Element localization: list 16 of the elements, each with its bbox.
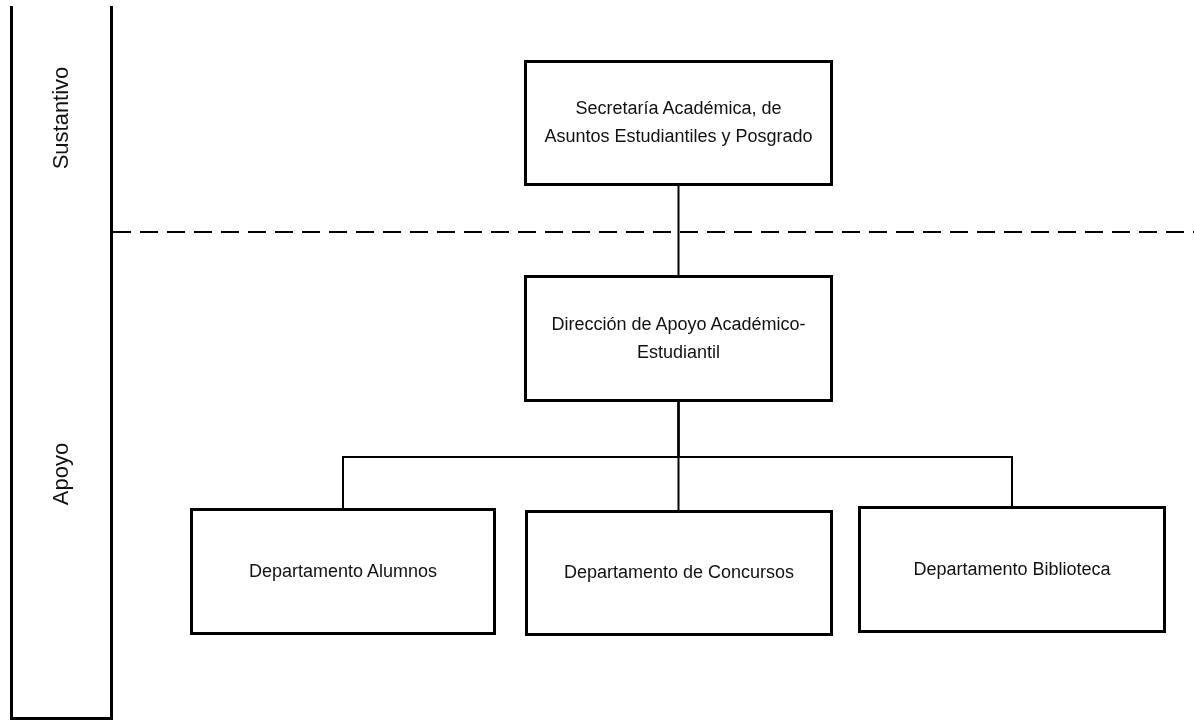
section-label: Sustantivo (48, 66, 75, 170)
org-unit-label: Secretaría Académica, de Asuntos Estudiantiles y Posgrado (543, 97, 814, 148)
org-unit-label: Departamento Biblioteca (913, 557, 1111, 581)
section-label: Apoyo (48, 442, 75, 505)
org-box (858, 506, 1166, 633)
org-box (190, 508, 496, 635)
org-box (524, 275, 833, 402)
section-band (10, 230, 113, 720)
org-box (525, 510, 833, 636)
org-box (524, 60, 833, 186)
org-unit-label: Departamento de Concursos (563, 561, 795, 585)
org-unit-label: Departamento Alumnos (248, 559, 438, 583)
section-band (10, 6, 113, 230)
org-unit-label: Dirección de Apoyo Académico-Estudiantil (550, 312, 807, 364)
connector-line (677, 401, 1013, 507)
connector-line (677, 185, 680, 276)
